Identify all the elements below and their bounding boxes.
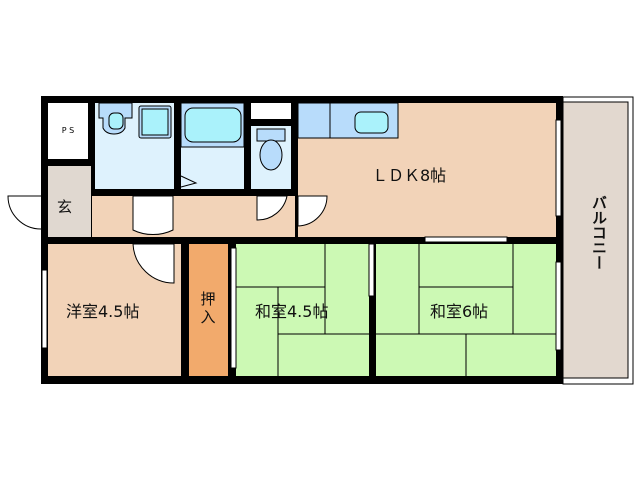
washing-machine-icon xyxy=(138,105,172,139)
room-label-japanese-large: 和室6帖 xyxy=(430,302,489,321)
room-label-balcony: バルコニー xyxy=(590,195,608,270)
bathroom-door-icon xyxy=(180,175,198,188)
japanese-room-small-tatami xyxy=(236,244,369,376)
ps-label: P S xyxy=(62,126,74,135)
room-label-ldk: ＬＤＫ8帖 xyxy=(372,166,447,185)
room-label-western: 洋室4.5帖 xyxy=(66,302,140,321)
room-label-closet: 押入 xyxy=(200,290,216,326)
toilet-shelf xyxy=(251,103,291,119)
room-label-japanese-small: 和室4.5帖 xyxy=(255,302,329,321)
japanese-room-large-tatami xyxy=(376,244,556,376)
bathtub-icon xyxy=(184,107,242,143)
doors xyxy=(7,195,328,284)
kitchen-counter xyxy=(297,102,399,139)
toilet-icon xyxy=(256,128,286,171)
room-label-entrance: 玄 xyxy=(57,198,73,216)
pipe-space xyxy=(48,103,88,159)
windows xyxy=(41,119,562,369)
washbasin-icon xyxy=(98,102,133,135)
closet-floor xyxy=(189,244,228,376)
balcony xyxy=(562,96,634,385)
entrance-floor xyxy=(48,166,91,237)
